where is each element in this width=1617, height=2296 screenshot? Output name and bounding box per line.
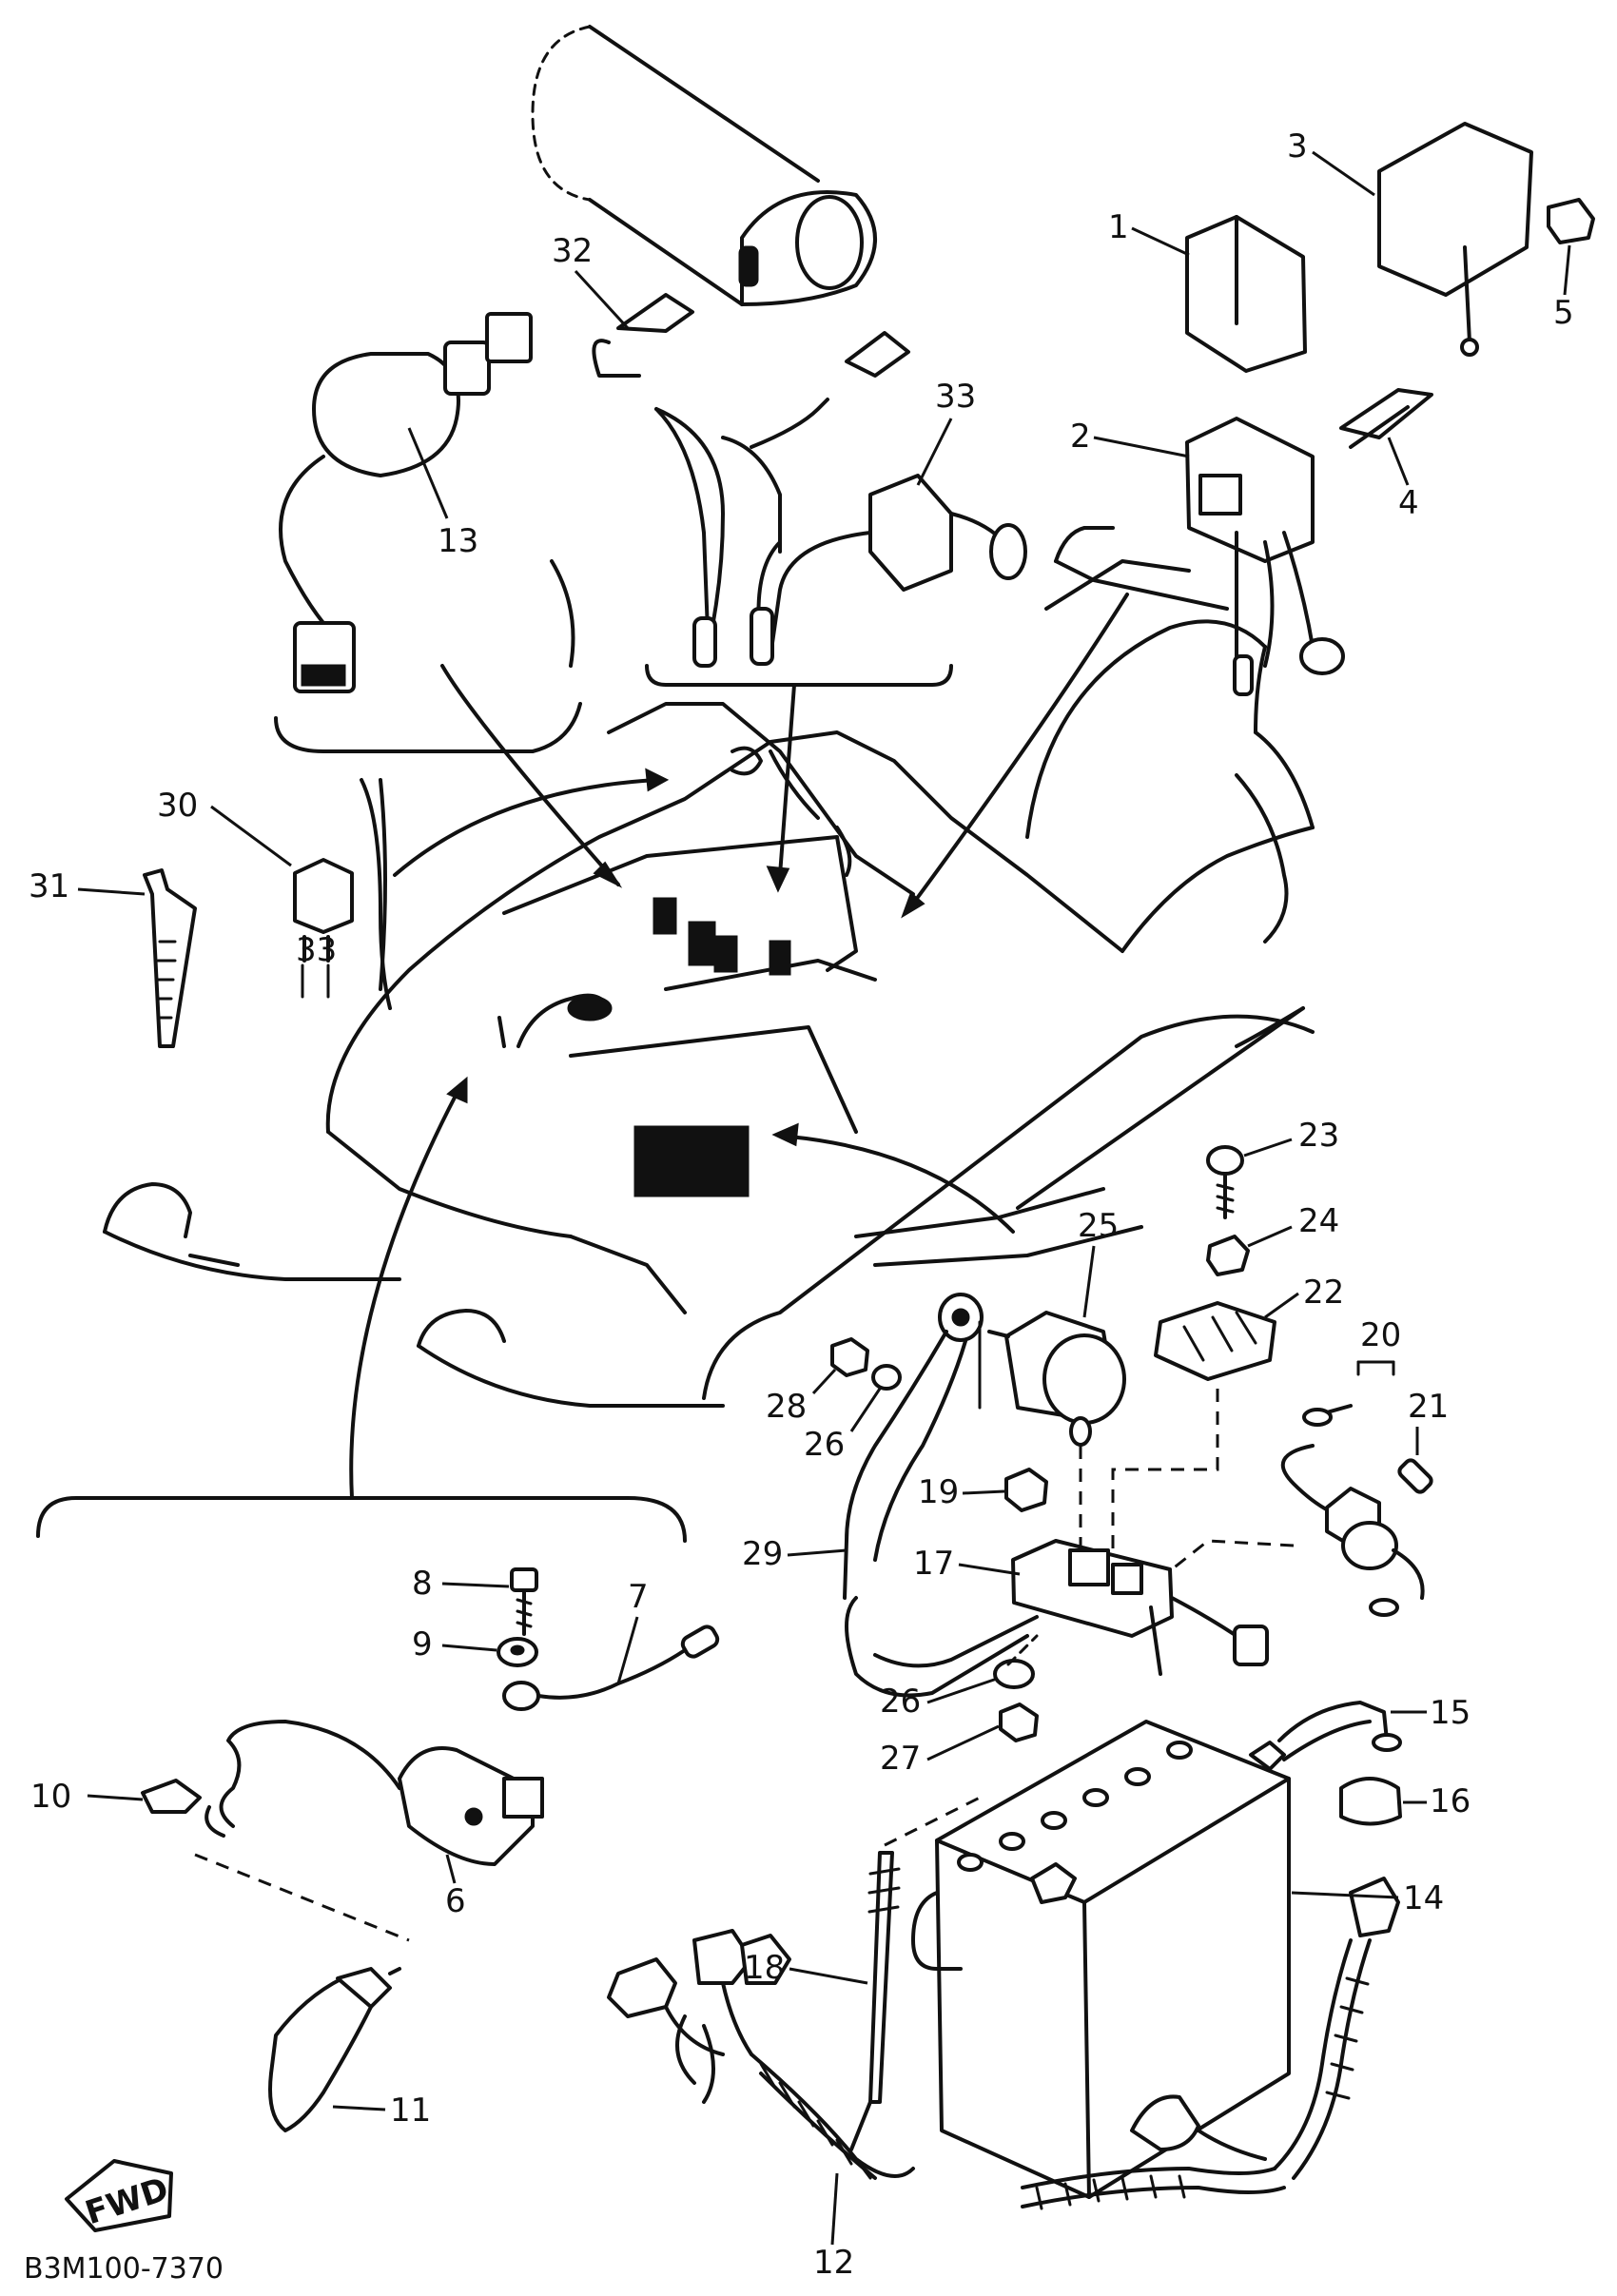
spark-plug-cap-11 <box>268 1967 401 2132</box>
dashed-link-22-17 <box>1111 1389 1219 1550</box>
callout-3: 3 <box>1287 127 1308 165</box>
callout-29: 29 <box>742 1535 783 1573</box>
callout-14: 14 <box>1403 1879 1444 1917</box>
callout-6: 6 <box>445 1882 466 1920</box>
dashed-link-20-17 <box>1171 1539 1295 1571</box>
callout-30: 30 <box>157 787 198 825</box>
main-switch-13 <box>279 312 533 693</box>
callout-28: 28 <box>766 1388 807 1426</box>
callout-26-upper: 26 <box>804 1426 845 1464</box>
handlebar-grip <box>531 25 877 306</box>
callout-labels: 1 2 3 4 5 6 7 8 9 10 11 12 13 14 15 16 1… <box>29 127 1574 2282</box>
callout-8: 8 <box>412 1565 433 1603</box>
callout-33-upper: 33 <box>935 378 976 416</box>
callout-2: 2 <box>1070 418 1091 456</box>
clamp-10 <box>141 1779 202 1814</box>
bracket-30-group <box>379 778 387 991</box>
bolt-8 <box>510 1567 538 1636</box>
callout-25: 25 <box>1078 1207 1119 1245</box>
lead-wire-7 <box>502 1625 720 1711</box>
callout-20: 20 <box>1360 1316 1401 1354</box>
callout-27: 27 <box>880 1740 921 1778</box>
cap-16 <box>1339 1777 1402 1826</box>
rectifier-25 <box>987 1311 1126 1447</box>
callout-26-lower: 26 <box>880 1683 921 1721</box>
callout-4: 4 <box>1398 484 1419 522</box>
bolt-23 <box>1206 1145 1244 1219</box>
cdi-unit-1-2 <box>1185 215 1345 696</box>
callout-32: 32 <box>552 232 593 270</box>
dashed-link-6-11 <box>194 1853 410 1942</box>
breather-hose-15 <box>1277 1701 1402 1761</box>
callout-18: 18 <box>744 1949 785 1987</box>
callout-7: 7 <box>628 1578 649 1616</box>
battery-location-mark <box>633 1125 750 1197</box>
body-small-parts <box>497 746 852 1048</box>
callout-23: 23 <box>1298 1117 1339 1155</box>
callout-21: 21 <box>1408 1388 1449 1426</box>
callout-10: 10 <box>30 1778 71 1816</box>
callout-5: 5 <box>1553 294 1574 332</box>
callout-13: 13 <box>438 522 478 560</box>
fuse-21 <box>1397 1458 1433 1494</box>
grommet-5 <box>1547 198 1595 244</box>
relay-30 <box>293 858 354 999</box>
callout-16: 16 <box>1430 1782 1471 1820</box>
snowmobile-body <box>103 559 1315 1408</box>
clip-4 <box>1339 388 1433 449</box>
washer-9 <box>497 1637 538 1667</box>
callout-11: 11 <box>390 2092 431 2130</box>
callout-24: 24 <box>1298 1202 1339 1240</box>
bracket-17 <box>1011 1539 1269 1676</box>
fwd-direction-badge: FWD <box>65 2159 173 2232</box>
callout-22: 22 <box>1303 1274 1344 1312</box>
callout-15: 15 <box>1430 1694 1471 1732</box>
ignition-coil-6 <box>205 1720 544 1866</box>
battery-lead-29 <box>843 1293 1039 1698</box>
callout-17: 17 <box>913 1545 954 1583</box>
starter-relay-20 <box>1280 1360 1425 1617</box>
callout-31: 31 <box>29 867 69 905</box>
battery-14 <box>911 1720 1291 2199</box>
dashed-link-26-17 <box>1006 1634 1039 1666</box>
nut-24 <box>1206 1235 1250 1276</box>
callout-19: 19 <box>918 1473 959 1511</box>
group-brackets <box>36 526 1315 1543</box>
battery-band-18 <box>849 1796 981 2151</box>
drawing-code: B3M100-7370 <box>24 2252 224 2286</box>
wire-harness-12 <box>607 1877 1400 2210</box>
cable-tie-31 <box>143 868 197 1048</box>
nut-19 <box>1004 1468 1048 1512</box>
switch-harness-32-33 <box>592 293 1027 668</box>
connector-arrows <box>349 593 1129 1500</box>
callout-33-relay: 33 <box>296 931 337 969</box>
callout-9: 9 <box>412 1625 433 1664</box>
callout-12: 12 <box>813 2244 854 2282</box>
bracket-3 <box>1377 122 1533 357</box>
callout-1: 1 <box>1108 208 1129 246</box>
terminal-cover-22 <box>1154 1301 1276 1381</box>
